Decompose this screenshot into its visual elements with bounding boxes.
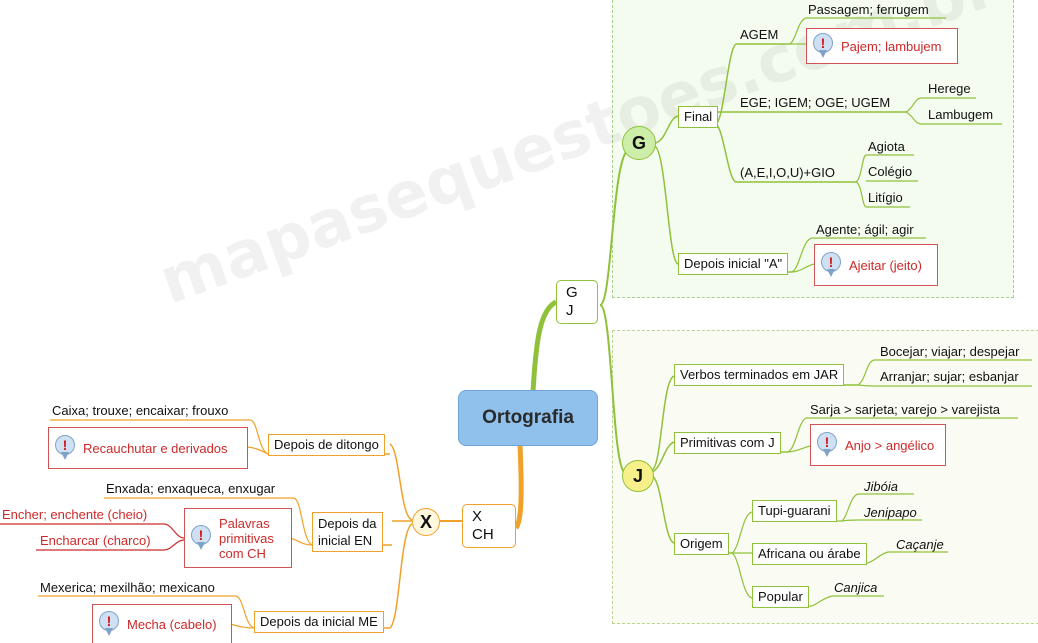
xch-hub-label-x: X bbox=[472, 508, 483, 525]
en-example: Enxada; enxaqueca, enxugar bbox=[106, 481, 276, 496]
agem-example: Passagem; ferrugem bbox=[808, 2, 929, 17]
africana-node: Africana ou árabe bbox=[752, 543, 867, 565]
tupi-example-jiboia: Jibóia bbox=[864, 479, 898, 494]
gio-example-agiota: Agiota bbox=[868, 139, 905, 154]
ditongo-exception-box: ! Recauchutar e derivados bbox=[48, 427, 248, 469]
ege-example-lambugem: Lambugem bbox=[928, 107, 994, 122]
x-node: X bbox=[412, 508, 440, 536]
exclamation-icon: ! bbox=[817, 432, 839, 458]
primitivas-exception: Anjo > angélico bbox=[845, 437, 935, 453]
exclamation-icon: ! bbox=[821, 252, 843, 278]
ditongo-exception: Recauchutar e derivados bbox=[83, 440, 228, 456]
en-derived-2: Encharcar (charco) bbox=[40, 533, 151, 548]
tupi-node: Tupi-guarani bbox=[752, 500, 837, 522]
gio-label: (A,E,I,O,U)+GIO bbox=[740, 165, 835, 180]
me-example: Mexerica; mexilhão; mexicano bbox=[40, 580, 215, 595]
en-label-line-2: inicial EN bbox=[318, 533, 373, 548]
inicial-a-example: Agente; ágil; agir bbox=[816, 222, 914, 237]
g-node: G bbox=[622, 126, 656, 160]
jar-example-1: Bocejar; viajar; despejar bbox=[880, 344, 1020, 359]
primitivas-node: Primitivas com J bbox=[674, 432, 781, 454]
jar-example-2: Arranjar; sujar; esbanjar bbox=[880, 369, 1019, 384]
xch-hub: X CH bbox=[462, 504, 516, 548]
exclamation-icon: ! bbox=[99, 611, 121, 637]
exclamation-icon: ! bbox=[813, 33, 835, 59]
inicial-a-exception-box: ! Ajeitar (jeito) bbox=[814, 244, 938, 286]
en-exception-line-2: primitivas bbox=[219, 530, 274, 546]
en-exception-box: ! Palavras primitivas com CH bbox=[184, 508, 292, 568]
origem-node: Origem bbox=[674, 533, 729, 555]
en-exception-text: Palavras primitivas com CH bbox=[219, 516, 274, 561]
popular-example: Canjica bbox=[834, 580, 878, 595]
gio-example-litigio: Litígio bbox=[868, 190, 903, 205]
agem-label: AGEM bbox=[740, 27, 779, 42]
gj-hub-label-j: J bbox=[566, 302, 574, 319]
popular-node: Popular bbox=[752, 586, 809, 608]
inicial-a-node: Depois inicial "A" bbox=[678, 253, 789, 275]
primitivas-exception-box: ! Anjo > angélico bbox=[810, 424, 946, 466]
gj-hub: G J bbox=[556, 280, 598, 324]
agem-exception-box: ! Pajem; lambujem bbox=[806, 28, 958, 64]
j-node: J bbox=[622, 460, 654, 492]
en-exception-line-3: com CH bbox=[219, 545, 266, 561]
en-node: Depois da inicial EN bbox=[312, 512, 383, 552]
me-exception-box: ! Mecha (cabelo) bbox=[92, 604, 232, 643]
en-exception-line-1: Palavras bbox=[219, 515, 270, 531]
en-derived-1: Encher; enchente (cheio) bbox=[2, 507, 148, 522]
exclamation-icon: ! bbox=[191, 525, 213, 551]
inicial-a-exception: Ajeitar (jeito) bbox=[849, 257, 922, 273]
en-label-line-1: Depois da bbox=[318, 516, 377, 531]
exclamation-icon: ! bbox=[55, 435, 77, 461]
xch-hub-label-ch: CH bbox=[472, 526, 494, 543]
gj-hub-label-g: G bbox=[566, 284, 578, 301]
me-node: Depois da inicial ME bbox=[254, 611, 384, 633]
agem-exception: Pajem; lambujem bbox=[841, 38, 942, 54]
final-node: Final bbox=[678, 106, 719, 128]
ege-label: EGE; IGEM; OGE; UGEM bbox=[740, 95, 891, 110]
jar-node: Verbos terminados em JAR bbox=[674, 364, 845, 386]
central-topic: Ortografia bbox=[458, 390, 598, 446]
ege-example-herege: Herege bbox=[928, 81, 971, 96]
gio-example-colegio: Colégio bbox=[868, 164, 913, 179]
tupi-example-jenipapo: Jenipapo bbox=[864, 505, 917, 520]
primitivas-example: Sarja > sarjeta; varejo > varejista bbox=[810, 402, 1001, 417]
me-exception: Mecha (cabelo) bbox=[127, 616, 217, 632]
ditongo-example: Caixa; trouxe; encaixar; frouxo bbox=[52, 403, 229, 418]
ditongo-node: Depois de ditongo bbox=[268, 434, 385, 456]
africana-example: Caçanje bbox=[896, 537, 944, 552]
